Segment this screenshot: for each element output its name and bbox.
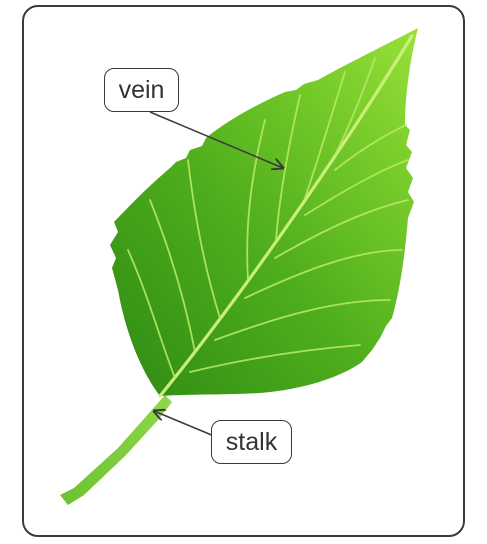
vein-label: vein — [104, 68, 179, 112]
stalk-label: stalk — [211, 420, 292, 464]
stalk-pointer-line — [154, 411, 214, 436]
